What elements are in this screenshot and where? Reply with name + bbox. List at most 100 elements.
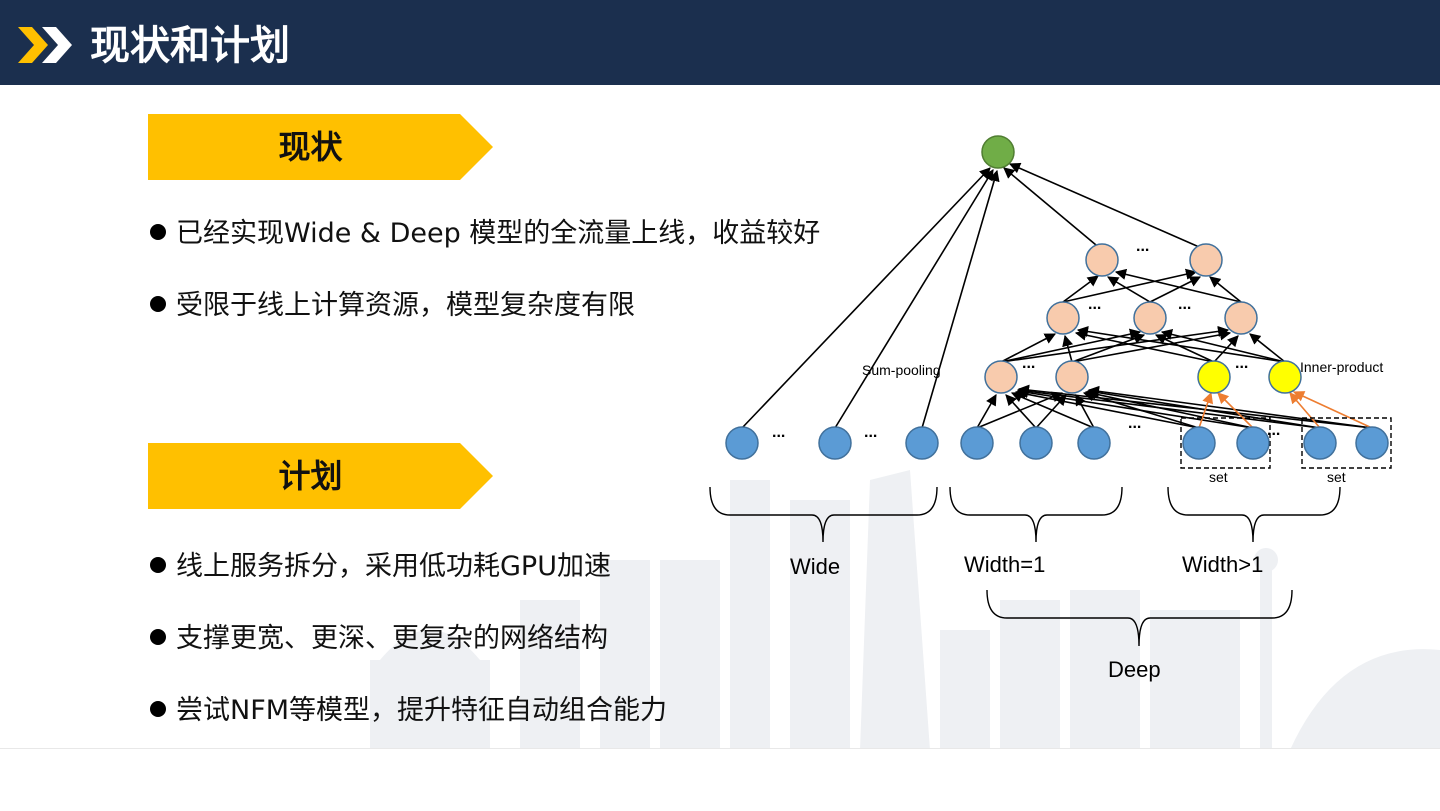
input-node bbox=[1355, 426, 1389, 460]
input-node bbox=[725, 426, 759, 460]
product-node bbox=[1197, 360, 1231, 394]
edge-hidden bbox=[1071, 333, 1146, 363]
edge-wide-output bbox=[834, 169, 994, 429]
product-node bbox=[1268, 360, 1302, 394]
ellipsis-label: ... bbox=[1022, 355, 1035, 372]
edge-hidden bbox=[1154, 334, 1215, 363]
hidden-node bbox=[1085, 243, 1119, 277]
ellipsis-label: ... bbox=[1128, 415, 1141, 432]
bullet-dot-icon bbox=[150, 223, 166, 240]
edge-hidden bbox=[1062, 334, 1074, 363]
input-node bbox=[818, 426, 852, 460]
ellipsis-label: ... bbox=[1178, 296, 1191, 313]
wide-label: Wide bbox=[790, 554, 840, 579]
edge-hidden bbox=[1213, 335, 1239, 363]
section-tag-plan: 计划 bbox=[148, 443, 493, 509]
edge-hidden-output bbox=[1003, 167, 1103, 251]
nodes-group bbox=[725, 135, 1389, 460]
edge-hidden bbox=[1071, 329, 1232, 363]
edge-hidden bbox=[1209, 276, 1242, 303]
section-tag-current: 现状 bbox=[148, 114, 493, 180]
edge-hidden bbox=[1062, 268, 1198, 303]
edge-input-hidden bbox=[1017, 384, 1373, 429]
width-gt1-label: Width>1 bbox=[1182, 552, 1263, 577]
bullet-text: 尝试NFM等模型，提升特征自动组合能力 bbox=[176, 695, 668, 726]
deep-label: Deep bbox=[1108, 657, 1161, 682]
edge-hidden-output bbox=[1008, 162, 1207, 251]
edge-input-hidden bbox=[1035, 394, 1067, 429]
bullet-current-1: 已经实现Wide & Deep 模型的全流量上线，收益较好 bbox=[150, 216, 820, 252]
edge-hidden bbox=[1074, 329, 1215, 363]
edge-set-product bbox=[1217, 392, 1254, 429]
edge-hidden bbox=[1062, 275, 1099, 303]
edge-wide-output bbox=[921, 169, 1000, 429]
edge-hidden bbox=[1160, 328, 1286, 363]
input-node bbox=[1182, 426, 1216, 460]
set-label: set bbox=[1327, 469, 1346, 485]
input-node bbox=[1019, 426, 1053, 460]
edge-hidden bbox=[1249, 333, 1286, 363]
inner-product-label: Inner-product bbox=[1300, 359, 1383, 375]
hidden-node bbox=[1133, 301, 1167, 335]
tag-arrow-shape bbox=[148, 114, 493, 180]
input-node bbox=[905, 426, 939, 460]
edge-set-product bbox=[1289, 392, 1321, 429]
braces-group bbox=[709, 486, 1341, 647]
bullet-plan-2: 支撑更宽、更深、更复杂的网络结构 bbox=[150, 621, 608, 657]
chevron-logo-icon bbox=[18, 27, 72, 63]
hidden-node bbox=[1224, 301, 1258, 335]
bullet-current-2: 受限于线上计算资源，模型复杂度有限 bbox=[150, 288, 635, 324]
footer-area bbox=[0, 748, 1440, 811]
edge-wide-output bbox=[741, 167, 991, 429]
bullet-text: 受限于线上计算资源，模型复杂度有限 bbox=[176, 290, 635, 321]
edge-input-hidden bbox=[1014, 388, 1200, 429]
section-label-plan: 计划 bbox=[278, 457, 343, 495]
width1-label: Width=1 bbox=[964, 552, 1045, 577]
edge-hidden bbox=[1000, 333, 1056, 363]
edge-input-hidden bbox=[1087, 385, 1373, 429]
bullet-text: 线上服务拆分，采用低功耗GPU加速 bbox=[176, 551, 611, 582]
hidden-node bbox=[1055, 360, 1089, 394]
set-box bbox=[1180, 417, 1271, 469]
ellipsis-label: ... bbox=[1235, 355, 1248, 372]
bullet-dot-icon bbox=[150, 556, 166, 573]
page-title: 现状和计划 bbox=[90, 23, 290, 69]
input-node bbox=[960, 426, 994, 460]
section-label-current: 现状 bbox=[278, 128, 343, 166]
edge-hidden bbox=[1149, 276, 1202, 303]
bullet-dot-icon bbox=[150, 700, 166, 717]
bullet-plan-3: 尝试NFM等模型，提升特征自动组合能力 bbox=[150, 693, 667, 729]
edge-set-product bbox=[1292, 391, 1373, 429]
ellipsis-label: ... bbox=[864, 424, 877, 441]
ellipsis-label: ... bbox=[1267, 422, 1280, 439]
header-bar: 现状和计划 bbox=[0, 0, 1440, 85]
input-node bbox=[1236, 426, 1270, 460]
orange-edges-group bbox=[1198, 391, 1373, 429]
edge-hidden bbox=[1107, 276, 1151, 303]
bullet-dot-icon bbox=[150, 628, 166, 645]
edge-hidden bbox=[1076, 326, 1286, 363]
bullet-plan-1: 线上服务拆分，采用低功耗GPU加速 bbox=[150, 549, 611, 585]
brace-width1 bbox=[949, 486, 1123, 543]
brace-deep bbox=[986, 589, 1293, 647]
hidden-node bbox=[1046, 301, 1080, 335]
bullet-dot-icon bbox=[150, 295, 166, 312]
bullet-text: 支撑更宽、更深、更复杂的网络结构 bbox=[176, 623, 608, 654]
sum-pooling-label: Sum-pooling bbox=[862, 362, 941, 378]
brace-wide bbox=[709, 486, 938, 543]
edge-hidden bbox=[1114, 268, 1242, 303]
output-node bbox=[981, 135, 1015, 169]
ellipsis-label: ... bbox=[1136, 238, 1149, 255]
bullet-text: 已经实现Wide & Deep 模型的全流量上线，收益较好 bbox=[176, 218, 821, 249]
edge-set-product bbox=[1198, 391, 1214, 429]
edge-input-hidden bbox=[1005, 394, 1037, 429]
set-box bbox=[1301, 417, 1392, 469]
set-label: set bbox=[1209, 469, 1228, 485]
tag-arrow-shape bbox=[148, 443, 493, 509]
ellipsis-label: ... bbox=[1088, 296, 1101, 313]
brace-width-gt1 bbox=[1167, 486, 1341, 543]
hidden-node bbox=[984, 360, 1018, 394]
edge-input-hidden bbox=[1016, 387, 1254, 429]
